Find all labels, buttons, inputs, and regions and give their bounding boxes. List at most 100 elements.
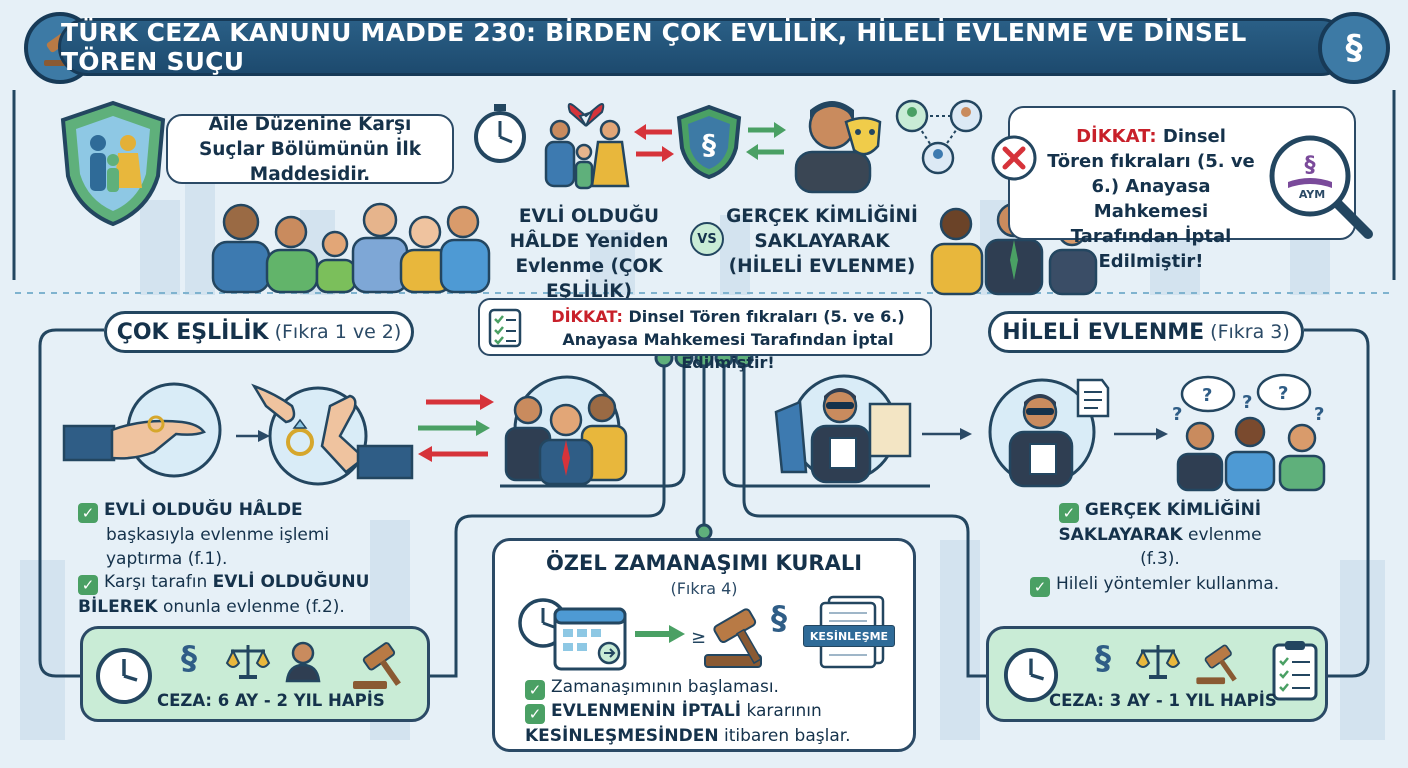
svg-text:?: ? (1242, 392, 1252, 413)
right-penalty-panel: § CEZA: 3 AY - 1 YIL HAPİS (986, 626, 1328, 722)
check-icon: ✓ (78, 575, 98, 595)
arrow-icon (236, 430, 270, 442)
limitation-item-2: ✓ EVLENMENİN İPTALİ kararının KESİNLEŞMES… (525, 699, 909, 748)
gavel-icon (1196, 644, 1237, 685)
title-banner: TÜRK CEZA KANUNU MADDE 230: BİRDEN ÇOK E… (58, 18, 1350, 76)
left-item1-bold: EVLİ OLDUĞU HÂLDE (104, 500, 303, 520)
compare-right-label: GERÇEK KİMLİĞİNİ SAKLAYARAK (HİLELİ EVLE… (726, 206, 918, 277)
checklist-icon (488, 308, 522, 348)
three-people-illustration (504, 375, 628, 486)
warning-mid-text-block: DİKKAT: Dinsel Tören fıkraları (5. ve 6.… (528, 305, 928, 374)
stopwatch-icon (474, 104, 526, 163)
thief-with-documents-illustration (774, 374, 912, 484)
compare-left-label: EVLİ OLDUĞU HÂLDE Yeniden Evlenme (ÇOK E… (509, 206, 669, 302)
left-penalty-panel: § CEZA: 6 AY - 2 YIL HAPİS (80, 626, 430, 722)
svg-text:§: § (1305, 153, 1316, 178)
intro-card: Aile Düzenine Karşı Suçlar Bölümünün İlk… (166, 113, 454, 185)
warning-top-text: Dinsel Tören fıkraları (5. ve 6.) Anayas… (1047, 126, 1255, 272)
broken-family-illustration (544, 103, 630, 190)
ring-hand-icon (62, 382, 222, 478)
question-icon: ????? (1172, 383, 1324, 425)
section-sign-icon: § (771, 599, 787, 637)
limitation-item-1: ✓Zamanaşımının başlaması. (525, 675, 905, 700)
arrow-icon (635, 625, 685, 643)
shield-family-icon (60, 100, 166, 227)
right-item2: Hileli yöntemler kullanma. (1056, 574, 1280, 594)
exchange-arrows-illustration (418, 394, 494, 462)
right-item1-bold: GERÇEK KİMLİĞİNİ SAKLAYARAK (1058, 500, 1262, 545)
clock-icon (1003, 647, 1059, 703)
scales-icon (225, 645, 271, 679)
vs-text: VS (697, 231, 717, 247)
left-penalty-text: CEZA: 6 AY - 2 YIL HAPİS (157, 691, 385, 710)
check-icon: ✓ (1030, 577, 1050, 597)
cross-icon (991, 135, 1037, 181)
limitation-card: ÖZEL ZAMANAŞIMI KURALI (Fıkra 4) ≥ § KES… (492, 538, 916, 752)
people-network-illustration (895, 99, 983, 175)
business-people-illustration (930, 202, 1098, 296)
svg-text:?: ? (1314, 404, 1324, 425)
svg-text:≥: ≥ (691, 627, 706, 648)
svg-text:?: ? (1278, 383, 1288, 404)
left-item1-rest: başkasıyla evlenme işlemi yaptırma (f.1)… (106, 525, 330, 569)
vs-badge: VS (690, 222, 724, 256)
left-item2-rest: onunla evlenme (f.2). (163, 597, 345, 617)
exchange-arrows-right (746, 122, 786, 160)
warning-mid-line1: Dinsel Tören fıkraları (5. ve 6.) (628, 307, 905, 326)
check-icon: ✓ (525, 704, 545, 724)
warning-mid-label: DİKKAT: (551, 307, 623, 326)
mask-person-illustration (794, 101, 882, 194)
right-penalty-text: CEZA: 3 AY - 1 YIL HAPİS (1049, 691, 1277, 710)
check-icon: ✓ (1058, 503, 1079, 523)
check-icon: ✓ (78, 503, 98, 523)
section-sign-icon: § (1095, 639, 1111, 677)
clipboard-icon (1272, 641, 1318, 701)
aym-seal-text: AYM (1298, 188, 1326, 201)
arrow-icon (1114, 428, 1168, 440)
arrow-icon (922, 428, 972, 440)
finalization-stamp: KESİNLEŞME (803, 625, 895, 647)
warning-mid-line2: Anayasa Mahkemesi Tarafından İptal Edilm… (562, 330, 894, 372)
clock-icon (96, 648, 152, 704)
svg-text:§: § (702, 128, 716, 161)
confused-people-illustration: ????? (1172, 373, 1326, 492)
warning-top-text-block: DİKKAT: Dinsel Tören fıkraları (5. ve 6.… (1046, 124, 1256, 274)
scales-icon (1135, 645, 1181, 679)
left-item-2: ✓Karşı tarafın EVLİ OLDUĞUNU BİLEREK onu… (78, 570, 388, 619)
right-section-subtitle: (Fıkra 3) (1210, 321, 1290, 343)
limitation-item2-bold2: KESİNLEŞMESİNDEN (525, 726, 719, 746)
limitation-item1: Zamanaşımının başlaması. (551, 677, 779, 697)
exchange-arrows-left (634, 124, 674, 162)
left-section-subtitle: (Fıkra 1 ve 2) (274, 321, 402, 343)
limitation-title: ÖZEL ZAMANAŞIMI KURALI (545, 551, 863, 575)
limitation-item2-bold: EVLENMENİN İPTALİ (551, 701, 742, 721)
family-group-illustration (211, 202, 491, 294)
header-section-badge: § (1318, 12, 1390, 84)
limitation-item2-rest2: itibaren başlar. (723, 726, 851, 746)
right-item1-rest: evlenme (f.3). (1140, 525, 1262, 569)
calendar-clock-icon (518, 598, 627, 671)
ring-refusal-icon (251, 383, 414, 486)
left-section-title-text: ÇOK EŞLİLİK (116, 319, 269, 345)
right-section-title: HİLELİ EVLENME (Fıkra 3) (988, 311, 1304, 353)
limitation-item2-rest: kararının (746, 701, 822, 721)
svg-text:?: ? (1172, 404, 1182, 425)
gavel-icon: ≥ (691, 608, 762, 668)
page-title: TÜRK CEZA KANUNU MADDE 230: BİRDEN ÇOK E… (61, 18, 1247, 76)
section-sign-icon: § (1318, 12, 1390, 84)
left-section-title: ÇOK EŞLİLİK (Fıkra 1 ve 2) (104, 311, 414, 353)
magnifier-icon: § (1269, 135, 1373, 239)
gavel-icon (353, 642, 401, 689)
thief-with-card-illustration (988, 378, 1110, 488)
left-item-1: ✓ EVLİ OLDUĞU HÂLDE başkasıyla evlenme iş… (78, 498, 378, 571)
section-sign-icon: § (181, 639, 197, 677)
judge-icon (285, 641, 321, 683)
svg-text:?: ? (1202, 385, 1212, 406)
intro-text: Aile Düzenine Karşı Suçlar Bölümünün İlk… (198, 113, 422, 185)
warning-mid-card: DİKKAT: Dinsel Tören fıkraları (5. ve 6.… (478, 298, 932, 372)
shield-section-icon: § (676, 104, 742, 180)
limitation-subtitle: (Fıkra 4) (670, 579, 738, 598)
right-item-2: ✓ Hileli yöntemler kullanma. (1030, 572, 1300, 597)
warning-top-label: DİKKAT: (1076, 126, 1157, 147)
right-item-1: ✓GERÇEK KİMLİĞİNİ SAKLAYARAK evlenme (f.… (1040, 498, 1280, 571)
